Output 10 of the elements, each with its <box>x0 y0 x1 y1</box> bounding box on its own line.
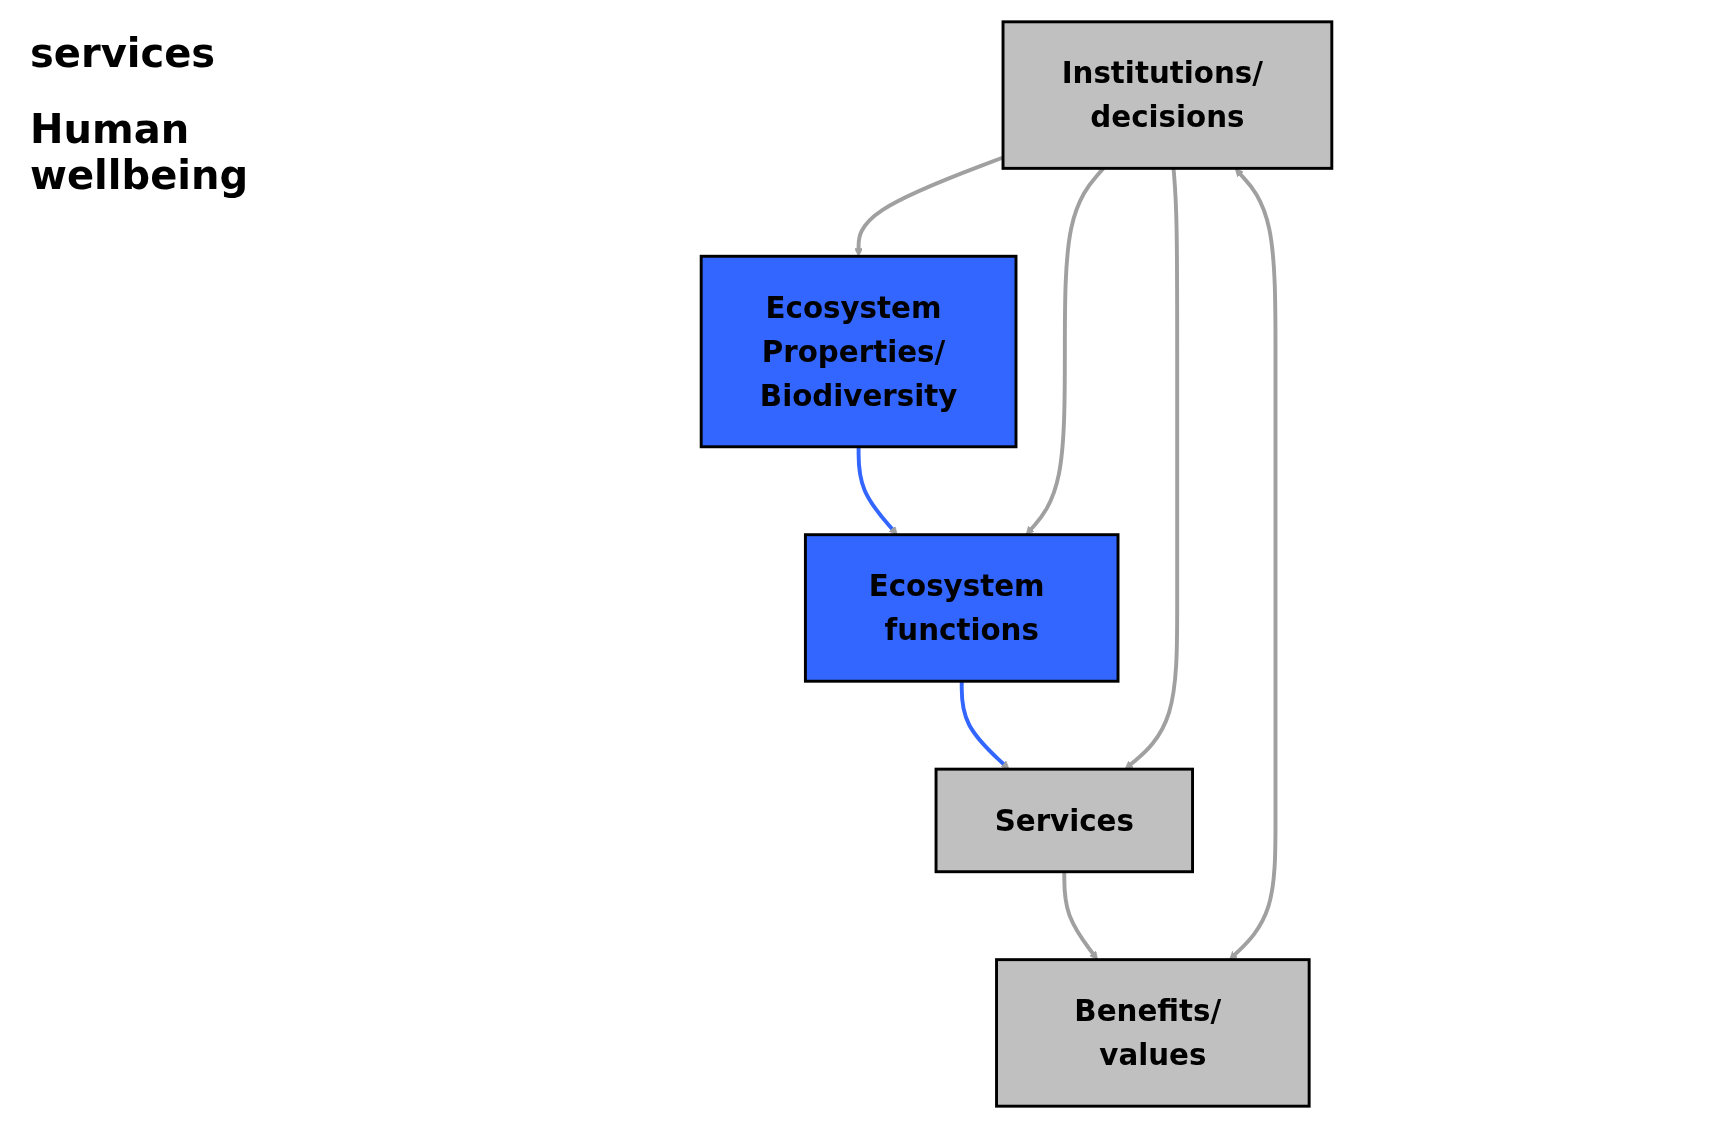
node-box: Institutions/ decisions <box>1001 20 1334 170</box>
arrow <box>854 155 1004 257</box>
node-box: Benefits/ values <box>995 958 1311 1108</box>
node-box: Ecosystem Properties/ Biodiversity <box>699 254 1018 449</box>
label-text: Human wellbeing <box>30 106 250 198</box>
arrow <box>1124 168 1180 770</box>
node-box: Services <box>934 767 1194 874</box>
arrow <box>959 681 1010 770</box>
label-text: services <box>30 30 217 76</box>
node-box: Ecosystem functions <box>803 533 1120 683</box>
